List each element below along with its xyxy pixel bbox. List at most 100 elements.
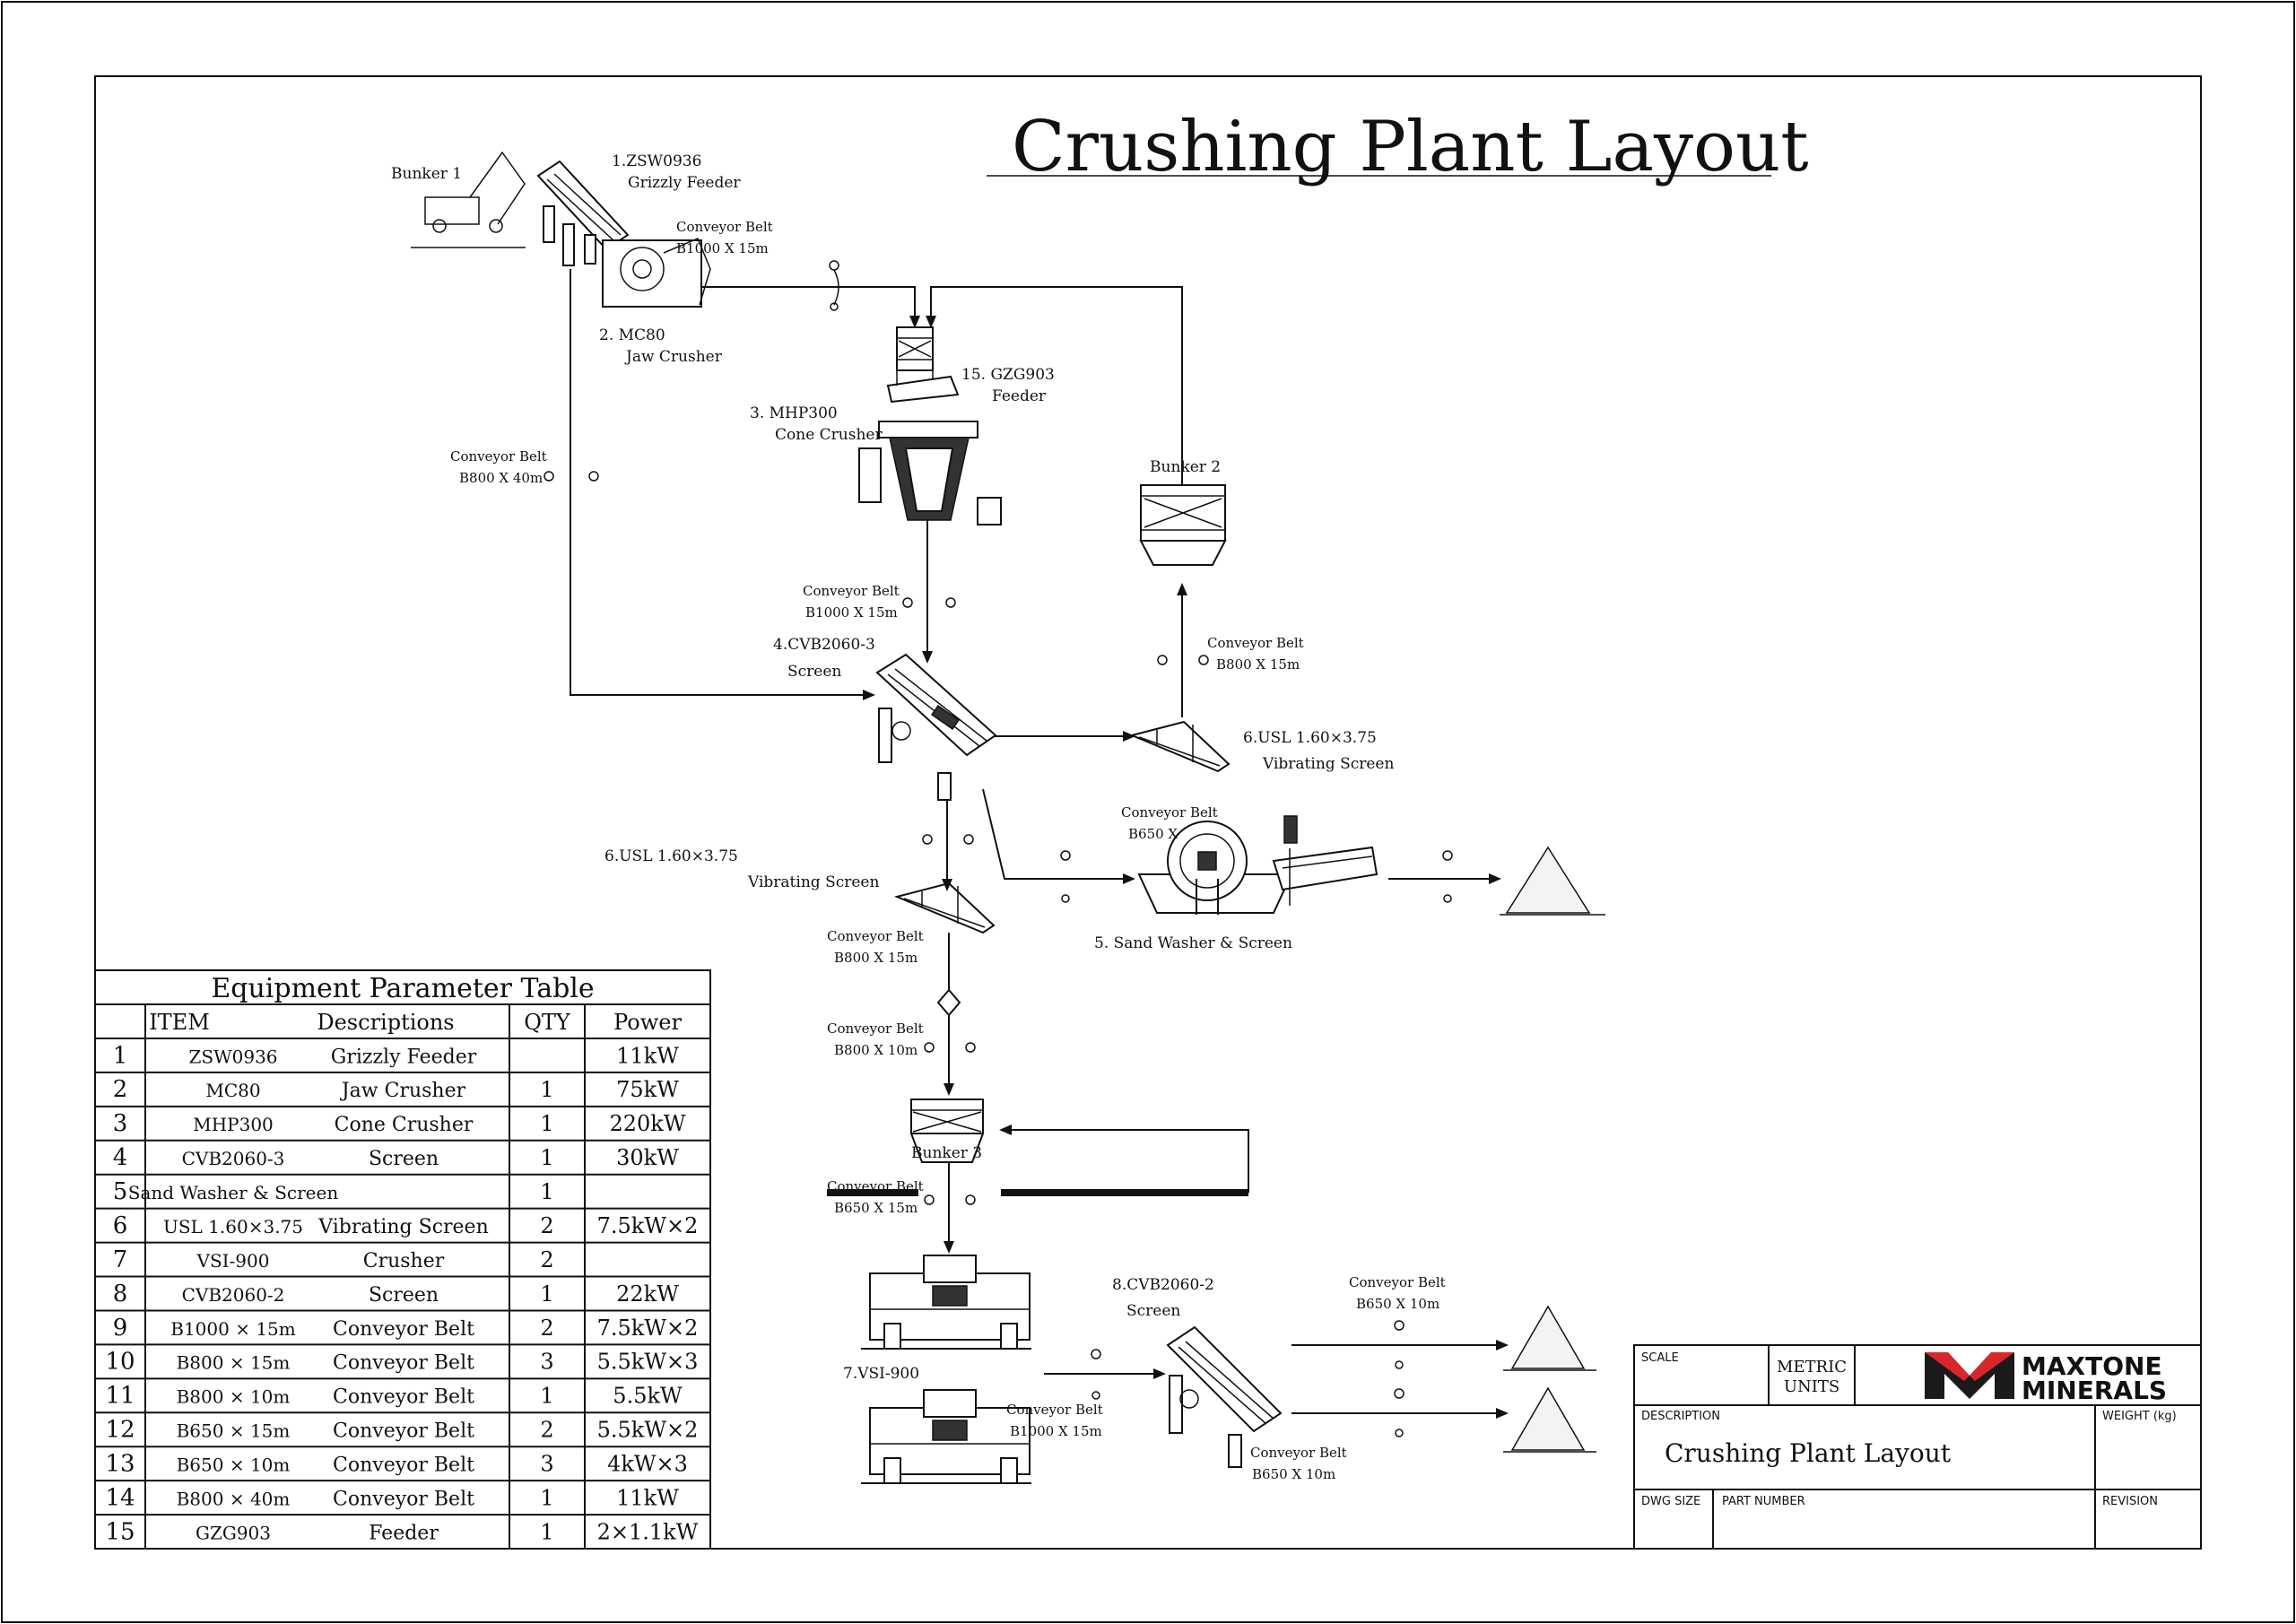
drawing-frame <box>94 75 2202 1550</box>
label-usl-right-name: Vibrating Screen <box>1262 755 1394 773</box>
table-cell-qty: 1 <box>540 1077 553 1102</box>
table-cell-model: ZSW0936 <box>188 1046 277 1067</box>
table-cell-qty: 1 <box>540 1485 553 1510</box>
table-cell-qty: 2 <box>540 1247 553 1272</box>
label-jaw-name: Jaw Crusher <box>624 348 723 366</box>
vsi-crusher-bottom-icon <box>861 1389 1031 1484</box>
table-header-cell: Power <box>613 1010 682 1035</box>
table-cell-name: Screen <box>369 1284 439 1307</box>
table-cell-qty: 2 <box>540 1316 553 1341</box>
table-header-cell: Descriptions <box>317 1010 454 1035</box>
table-cell-power: 11kW <box>616 1043 679 1068</box>
table-cell-model: B800 × 10m <box>177 1386 291 1408</box>
table-cell-no: 12 <box>105 1417 135 1444</box>
table-cell-name: Conveyor Belt <box>333 1386 474 1409</box>
table-cell-name: Conveyor Belt <box>333 1420 474 1443</box>
table-title: Equipment Parameter Table <box>211 973 594 1004</box>
table-cell-model: B1000 × 15m <box>170 1318 296 1340</box>
dwg-size-label: DWG SIZE <box>1641 1495 1700 1508</box>
table-cell-power: 75kW <box>616 1077 679 1102</box>
table-cell-no: 14 <box>105 1484 135 1511</box>
label-cone-model: 3. MHP300 <box>750 404 838 422</box>
description-value: Crushing Plant Layout <box>1665 1438 1952 1468</box>
table-cell-no: 9 <box>113 1315 128 1342</box>
sand-washer-icon <box>1137 815 1378 915</box>
table-cell-no: 5 <box>113 1178 128 1205</box>
description-label: DESCRIPTION <box>1641 1410 1720 1423</box>
usl-screen-left-icon <box>893 881 996 934</box>
table-cell-power: 30kW <box>616 1145 679 1170</box>
table-cell-power: 4kW×3 <box>607 1452 688 1477</box>
table-cell-name: Screen <box>369 1148 439 1170</box>
label-usl-left-model: 6.USL 1.60×3.75 <box>604 847 738 865</box>
table-cell-no: 4 <box>113 1144 128 1171</box>
label-cb2-title: Conveyor Belt <box>803 583 900 599</box>
label-cb9-title: Conveyor Belt <box>1250 1445 1347 1461</box>
table-cell-power: 5.5kW×3 <box>597 1350 699 1375</box>
label-cb7-title: Conveyor Belt <box>1349 1274 1446 1290</box>
walkway-bar-right <box>1001 1189 1248 1196</box>
label-usl-left-name: Vibrating Screen <box>747 873 879 891</box>
table-cell-model: MHP300 <box>193 1114 274 1135</box>
revision-label: REVISION <box>2102 1495 2158 1508</box>
label-screen-8-model: 8.CVB2060-2 <box>1112 1276 1214 1294</box>
usl-screen-right-icon <box>1128 720 1231 773</box>
screen-4-icon <box>875 653 997 801</box>
table-cell-qty: 2 <box>540 1418 553 1443</box>
table-cell-model: Sand Washer & Screen <box>128 1182 339 1203</box>
label-cb3-size: B800 X 15m <box>1216 656 1300 673</box>
table-cell-power: 11kW <box>616 1485 679 1510</box>
table-cell-qty: 3 <box>540 1452 553 1477</box>
table-cell-no: 15 <box>105 1518 135 1545</box>
label-cb1-title: Conveyor Belt <box>676 219 773 235</box>
table-cell-power: 7.5kW×2 <box>597 1213 699 1238</box>
table-cell-name: Conveyor Belt <box>333 1455 474 1477</box>
table-cell-power: 2×1.1kW <box>597 1519 699 1544</box>
label-sand-washer: 5. Sand Washer & Screen <box>1094 934 1292 952</box>
label-bunker-3: Bunker 3 <box>911 1144 982 1162</box>
label-cb-sw-title: Conveyor Belt <box>1121 804 1218 821</box>
table-cell-name: Feeder <box>369 1522 439 1544</box>
logo-line-2: MINERALS <box>2022 1376 2167 1405</box>
label-cb9-size: B650 X 10m <box>1252 1466 1335 1482</box>
table-cell-qty: 2 <box>540 1213 553 1238</box>
table-cell-model: B650 × 15m <box>177 1420 291 1442</box>
table-cell-model: USL 1.60×3.75 <box>163 1216 303 1238</box>
table-cell-no: 8 <box>113 1281 128 1307</box>
label-cb4-title: Conveyor Belt <box>827 928 924 944</box>
label-cb4-size: B800 X 15m <box>834 950 918 966</box>
logo-line-1: MAXTONE <box>2022 1351 2162 1381</box>
diagram-labels: Bunker 1 1.ZSW0936 Grizzly Feeder Convey… <box>391 152 1446 1482</box>
screen-8-icon <box>1166 1325 1283 1468</box>
table-cell-name: Conveyor Belt <box>333 1488 474 1510</box>
table-cell-no: 2 <box>113 1076 128 1103</box>
label-feeder-1-name: Grizzly Feeder <box>628 174 741 192</box>
table-cell-name: Crusher <box>363 1250 445 1272</box>
label-cb-long-title: Conveyor Belt <box>450 448 547 465</box>
table-cell-qty: 1 <box>540 1384 553 1409</box>
label-cb-sw-size: B650 X <box>1128 826 1178 842</box>
table-cell-no: 6 <box>113 1212 128 1239</box>
label-feeder-1-model: 1.ZSW0936 <box>612 152 701 170</box>
table-cell-name: Conveyor Belt <box>333 1352 474 1375</box>
label-cb8-size: B1000 X 15m <box>1010 1423 1102 1439</box>
label-cb8-title: Conveyor Belt <box>1006 1402 1103 1418</box>
table-header-cell: QTY <box>524 1010 571 1035</box>
bunker-2-icon <box>1139 484 1227 566</box>
table-cell-power: 5.5kW×2 <box>597 1418 699 1443</box>
table-cell-no: 11 <box>105 1383 135 1410</box>
part-number-label: PART NUMBER <box>1722 1495 1805 1508</box>
table-cell-model: CVB2060-2 <box>182 1284 285 1306</box>
weight-label: WEIGHT (kg) <box>2102 1410 2177 1423</box>
scale-label: SCALE <box>1641 1351 1679 1365</box>
table-row: 12 B650 × 15m Conveyor Belt 2 5.5kW×2 <box>105 1417 698 1444</box>
table-cell-model: VSI-900 <box>196 1250 270 1272</box>
